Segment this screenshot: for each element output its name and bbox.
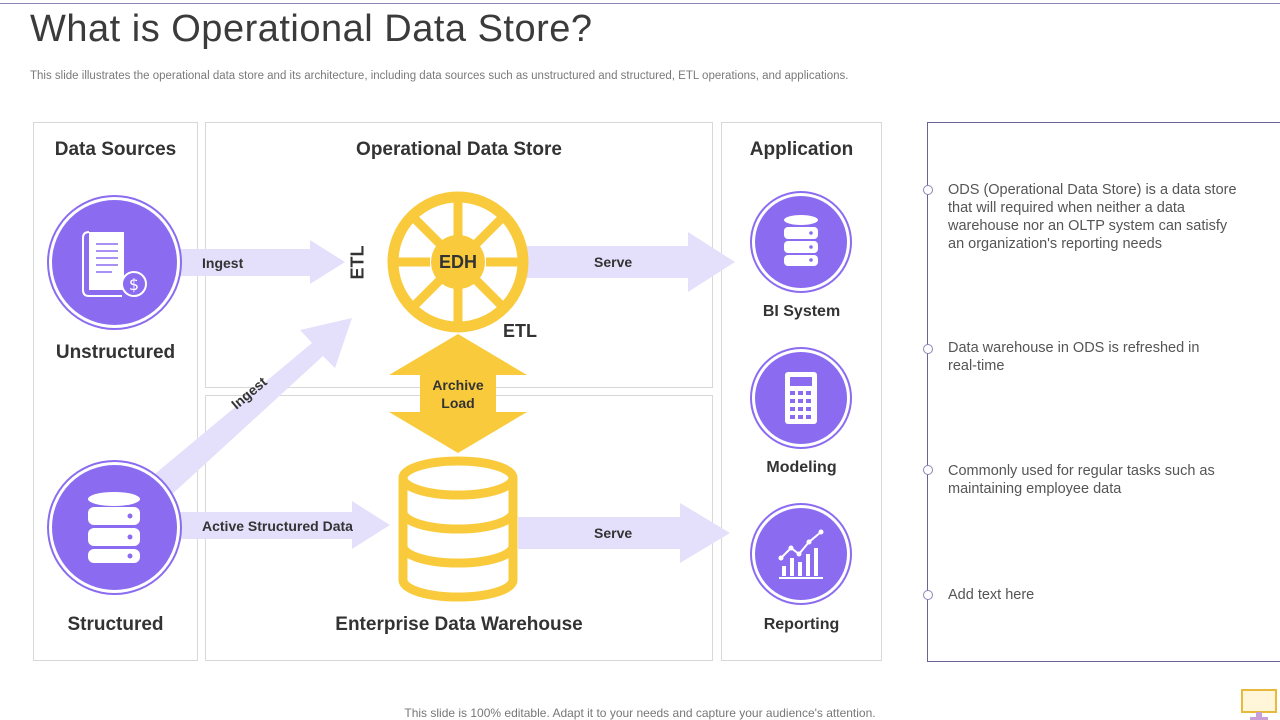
edw-database xyxy=(398,456,518,602)
page-title: What is Operational Data Store? xyxy=(30,8,593,50)
etl-left-label: ETL xyxy=(347,245,368,280)
structured-label: Structured xyxy=(67,614,164,635)
note-text: Commonly used for regular tasks such as … xyxy=(948,463,1215,497)
modeling-app xyxy=(755,352,847,444)
note-bullet xyxy=(923,465,933,475)
top-rule xyxy=(0,3,1280,4)
archive-label: Archive xyxy=(432,377,484,393)
active-data-arrow xyxy=(178,501,390,549)
application-heading: Application xyxy=(749,139,854,160)
note-bullet xyxy=(923,185,933,195)
ods-heading: Operational Data Store xyxy=(356,139,562,160)
reporting-app xyxy=(755,508,847,600)
note-text: Data warehouse in ODS is refreshed in re… xyxy=(948,340,1200,374)
bi-system-app xyxy=(755,196,847,288)
note-text: Add text here xyxy=(948,587,1035,603)
ingest-diagonal-arrow xyxy=(150,318,352,498)
etl-right-label: ETL xyxy=(503,321,537,341)
page-subtitle: This slide illustrates the operational d… xyxy=(30,70,849,82)
load-label: Load xyxy=(441,395,475,411)
database-icon xyxy=(784,215,818,266)
ingest-top-label: Ingest xyxy=(202,255,244,271)
bar-chart-icon xyxy=(778,529,824,579)
structured-source xyxy=(52,465,177,590)
data-sources-heading: Data Sources xyxy=(54,139,177,160)
edh-label: EDH xyxy=(438,252,477,272)
ingest-arrow xyxy=(178,240,345,284)
monitor-icon xyxy=(1241,689,1277,720)
modeling-label: Modeling xyxy=(766,459,837,476)
serve-top-label: Serve xyxy=(594,254,633,270)
bi-system-label: BI System xyxy=(762,303,841,320)
unstructured-source: $ xyxy=(52,200,177,325)
edw-label: Enterprise Data Warehouse xyxy=(335,614,583,635)
serve-top-arrow xyxy=(525,232,735,292)
database-icon xyxy=(88,492,140,563)
edh-wheel xyxy=(387,191,529,333)
reporting-label: Reporting xyxy=(763,616,840,633)
calculator-icon xyxy=(785,372,817,424)
notes-panel xyxy=(927,122,1280,662)
footer-text: This slide is 100% editable. Adapt it to… xyxy=(404,706,876,720)
active-structured-label: Active Structured Data xyxy=(202,518,353,534)
unstructured-label: Unstructured xyxy=(55,342,176,363)
serve-bottom-arrow xyxy=(518,503,730,563)
archive-load-arrow xyxy=(389,334,527,453)
serve-bottom-label: Serve xyxy=(594,525,633,541)
note-text: ODS (Operational Data Store) is a data s… xyxy=(948,182,1237,252)
document-dollar-icon: $ xyxy=(82,231,147,297)
note-bullet xyxy=(923,590,933,600)
note-bullet xyxy=(923,344,933,354)
svg-text:$: $ xyxy=(129,275,139,294)
